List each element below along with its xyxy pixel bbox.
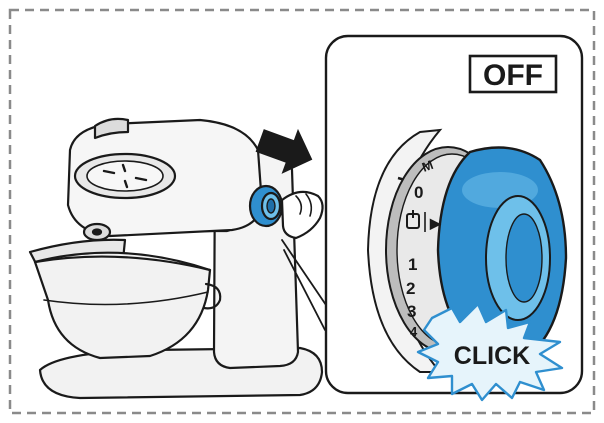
dashed-frame (8, 8, 596, 415)
dial-mark-2: 2 (406, 279, 415, 298)
dial-mark-1: 1 (408, 255, 417, 274)
head-knob-dot (91, 228, 103, 236)
pulse-mode-icon (406, 210, 426, 232)
dial-mark-4: 4 (410, 324, 418, 339)
lid-cross-marks (102, 163, 148, 189)
zoom-panel: OFF M 0 ▶ 1 2 3 4 (324, 34, 584, 402)
zoom-connector (281, 239, 327, 331)
off-badge: OFF (468, 54, 558, 94)
right-arrow-icon (255, 128, 313, 174)
bowl-rim (33, 255, 212, 272)
bowl-band (43, 291, 209, 306)
click-burst-shape (416, 302, 564, 402)
bowl-handle (202, 282, 222, 310)
dial-mark-m: M (420, 157, 435, 175)
hand (280, 190, 324, 240)
click-burst: CLICK (416, 302, 564, 402)
off-badge-text: OFF (483, 59, 543, 92)
mixing-bowl (33, 251, 212, 360)
dial-marks: M 0 ▶ 1 2 3 4 (406, 157, 442, 339)
dial-mark-pulse-arrow: ▶ (429, 215, 442, 231)
dial-mark-0: 0 (414, 183, 423, 202)
kitchen-machine (28, 117, 324, 400)
hand-fingers (295, 193, 313, 217)
lid-inner (86, 160, 164, 192)
head-rear-cap (93, 117, 130, 140)
machine-dial (248, 184, 284, 228)
click-burst-text: CLICK (454, 342, 530, 370)
speed-dial-recess-inner (505, 213, 543, 303)
dial-mark-3: 3 (407, 302, 416, 321)
